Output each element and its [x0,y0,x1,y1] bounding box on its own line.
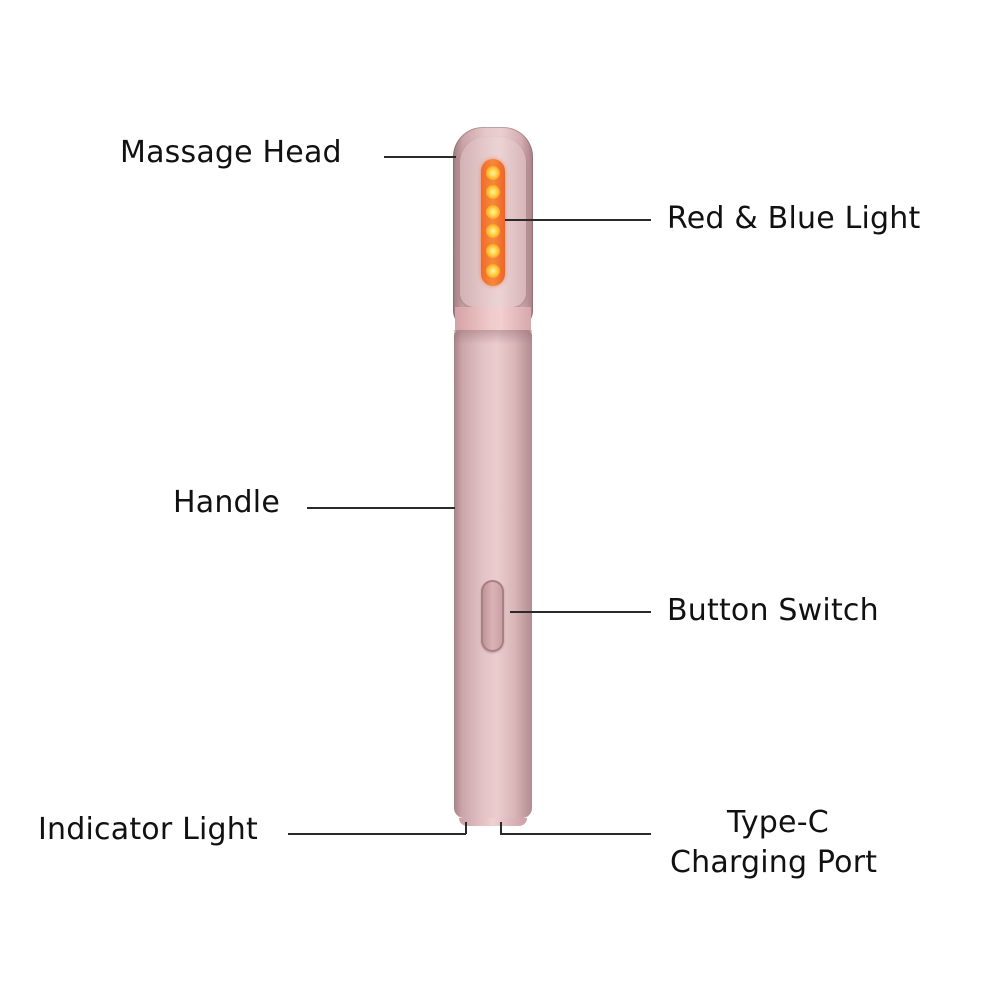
leader-line-handle [307,507,455,509]
leader-line-charging-port [500,833,651,835]
label-indicator-light: Indicator Light [38,812,258,847]
led-light-icon [486,224,500,238]
led-light-icon [486,244,500,258]
led-light-icon [486,264,500,278]
leader-line-massage-head [384,156,456,158]
label-red-blue-light: Red & Blue Light [667,201,921,236]
handle-body [454,330,532,818]
leader-line-indicator-light [288,833,466,835]
led-light-icon [486,205,500,219]
label-massage-head: Massage Head [120,135,342,170]
label-type-c-line2: Charging Port [670,845,878,880]
led-light-icon [486,185,500,199]
leader-line-button-switch [510,611,651,613]
handle-top-shadow [454,330,532,344]
label-button-switch: Button Switch [667,593,879,628]
led-light-icon [486,166,500,180]
base-cap [459,818,527,826]
leader-tick-charging-port [500,822,502,834]
label-type-c-line1: Type-C [727,805,829,840]
leader-line-red-blue-light [505,219,651,221]
leader-tick-indicator-light [465,822,467,834]
label-handle: Handle [173,485,280,520]
button-switch [481,580,504,652]
